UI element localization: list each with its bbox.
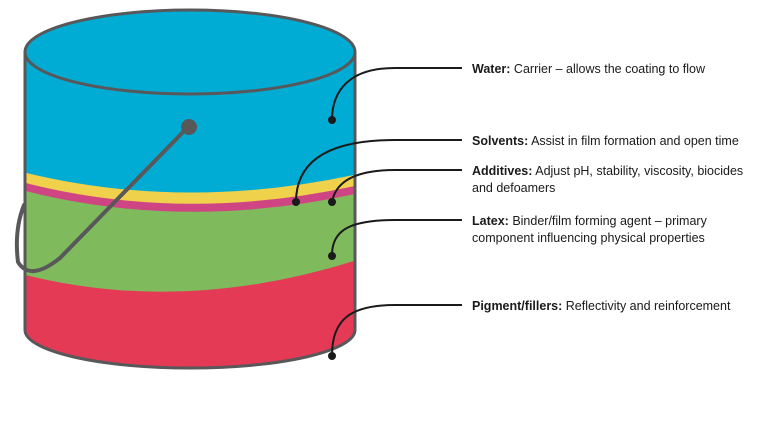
- dot-solvents: [292, 198, 300, 206]
- leader-solvents: [295, 139, 462, 203]
- layer-water: [25, 52, 355, 193]
- dot-pigment: [328, 352, 336, 360]
- dot-water: [328, 116, 336, 124]
- term-additives: Additives:: [472, 164, 533, 178]
- leader-latex: [331, 219, 462, 256]
- term-pigment: Pigment/fillers:: [472, 299, 563, 313]
- dot-latex: [328, 252, 336, 260]
- leader-dots: [292, 116, 336, 360]
- leader-additives: [331, 169, 462, 203]
- label-pigment: Pigment/fillers: Reflectivity and reinfo…: [472, 298, 772, 315]
- bucket-rim: [23, 8, 357, 96]
- label-water: Water: Carrier – allows the coating to f…: [472, 61, 772, 78]
- term-water: Water:: [472, 62, 511, 76]
- term-latex: Latex:: [472, 214, 509, 228]
- leader-water: [331, 67, 462, 121]
- label-solvents: Solvents: Assist in film formation and o…: [472, 133, 772, 150]
- bucket-outline: [23, 52, 357, 370]
- label-additives: Additives: Adjust pH, stability, viscosi…: [472, 163, 752, 197]
- dot-additives: [328, 198, 336, 206]
- bucket-handle: [14, 125, 190, 273]
- desc-water: Carrier – allows the coating to flow: [513, 62, 705, 76]
- term-solvents: Solvents:: [472, 134, 529, 148]
- label-latex: Latex: Binder/film forming agent – prima…: [472, 213, 762, 247]
- leader-pigment: [331, 304, 462, 356]
- desc-solvents: Assist in film formation and open time: [531, 134, 739, 148]
- handle-pivot: [181, 119, 197, 135]
- desc-pigment: Reflectivity and reinforcement: [565, 299, 731, 313]
- desc-additives: Adjust pH, stability, viscosity, biocide…: [472, 164, 744, 195]
- desc-latex: Binder/film forming agent – primary comp…: [472, 214, 707, 245]
- leader-lines: [295, 67, 462, 356]
